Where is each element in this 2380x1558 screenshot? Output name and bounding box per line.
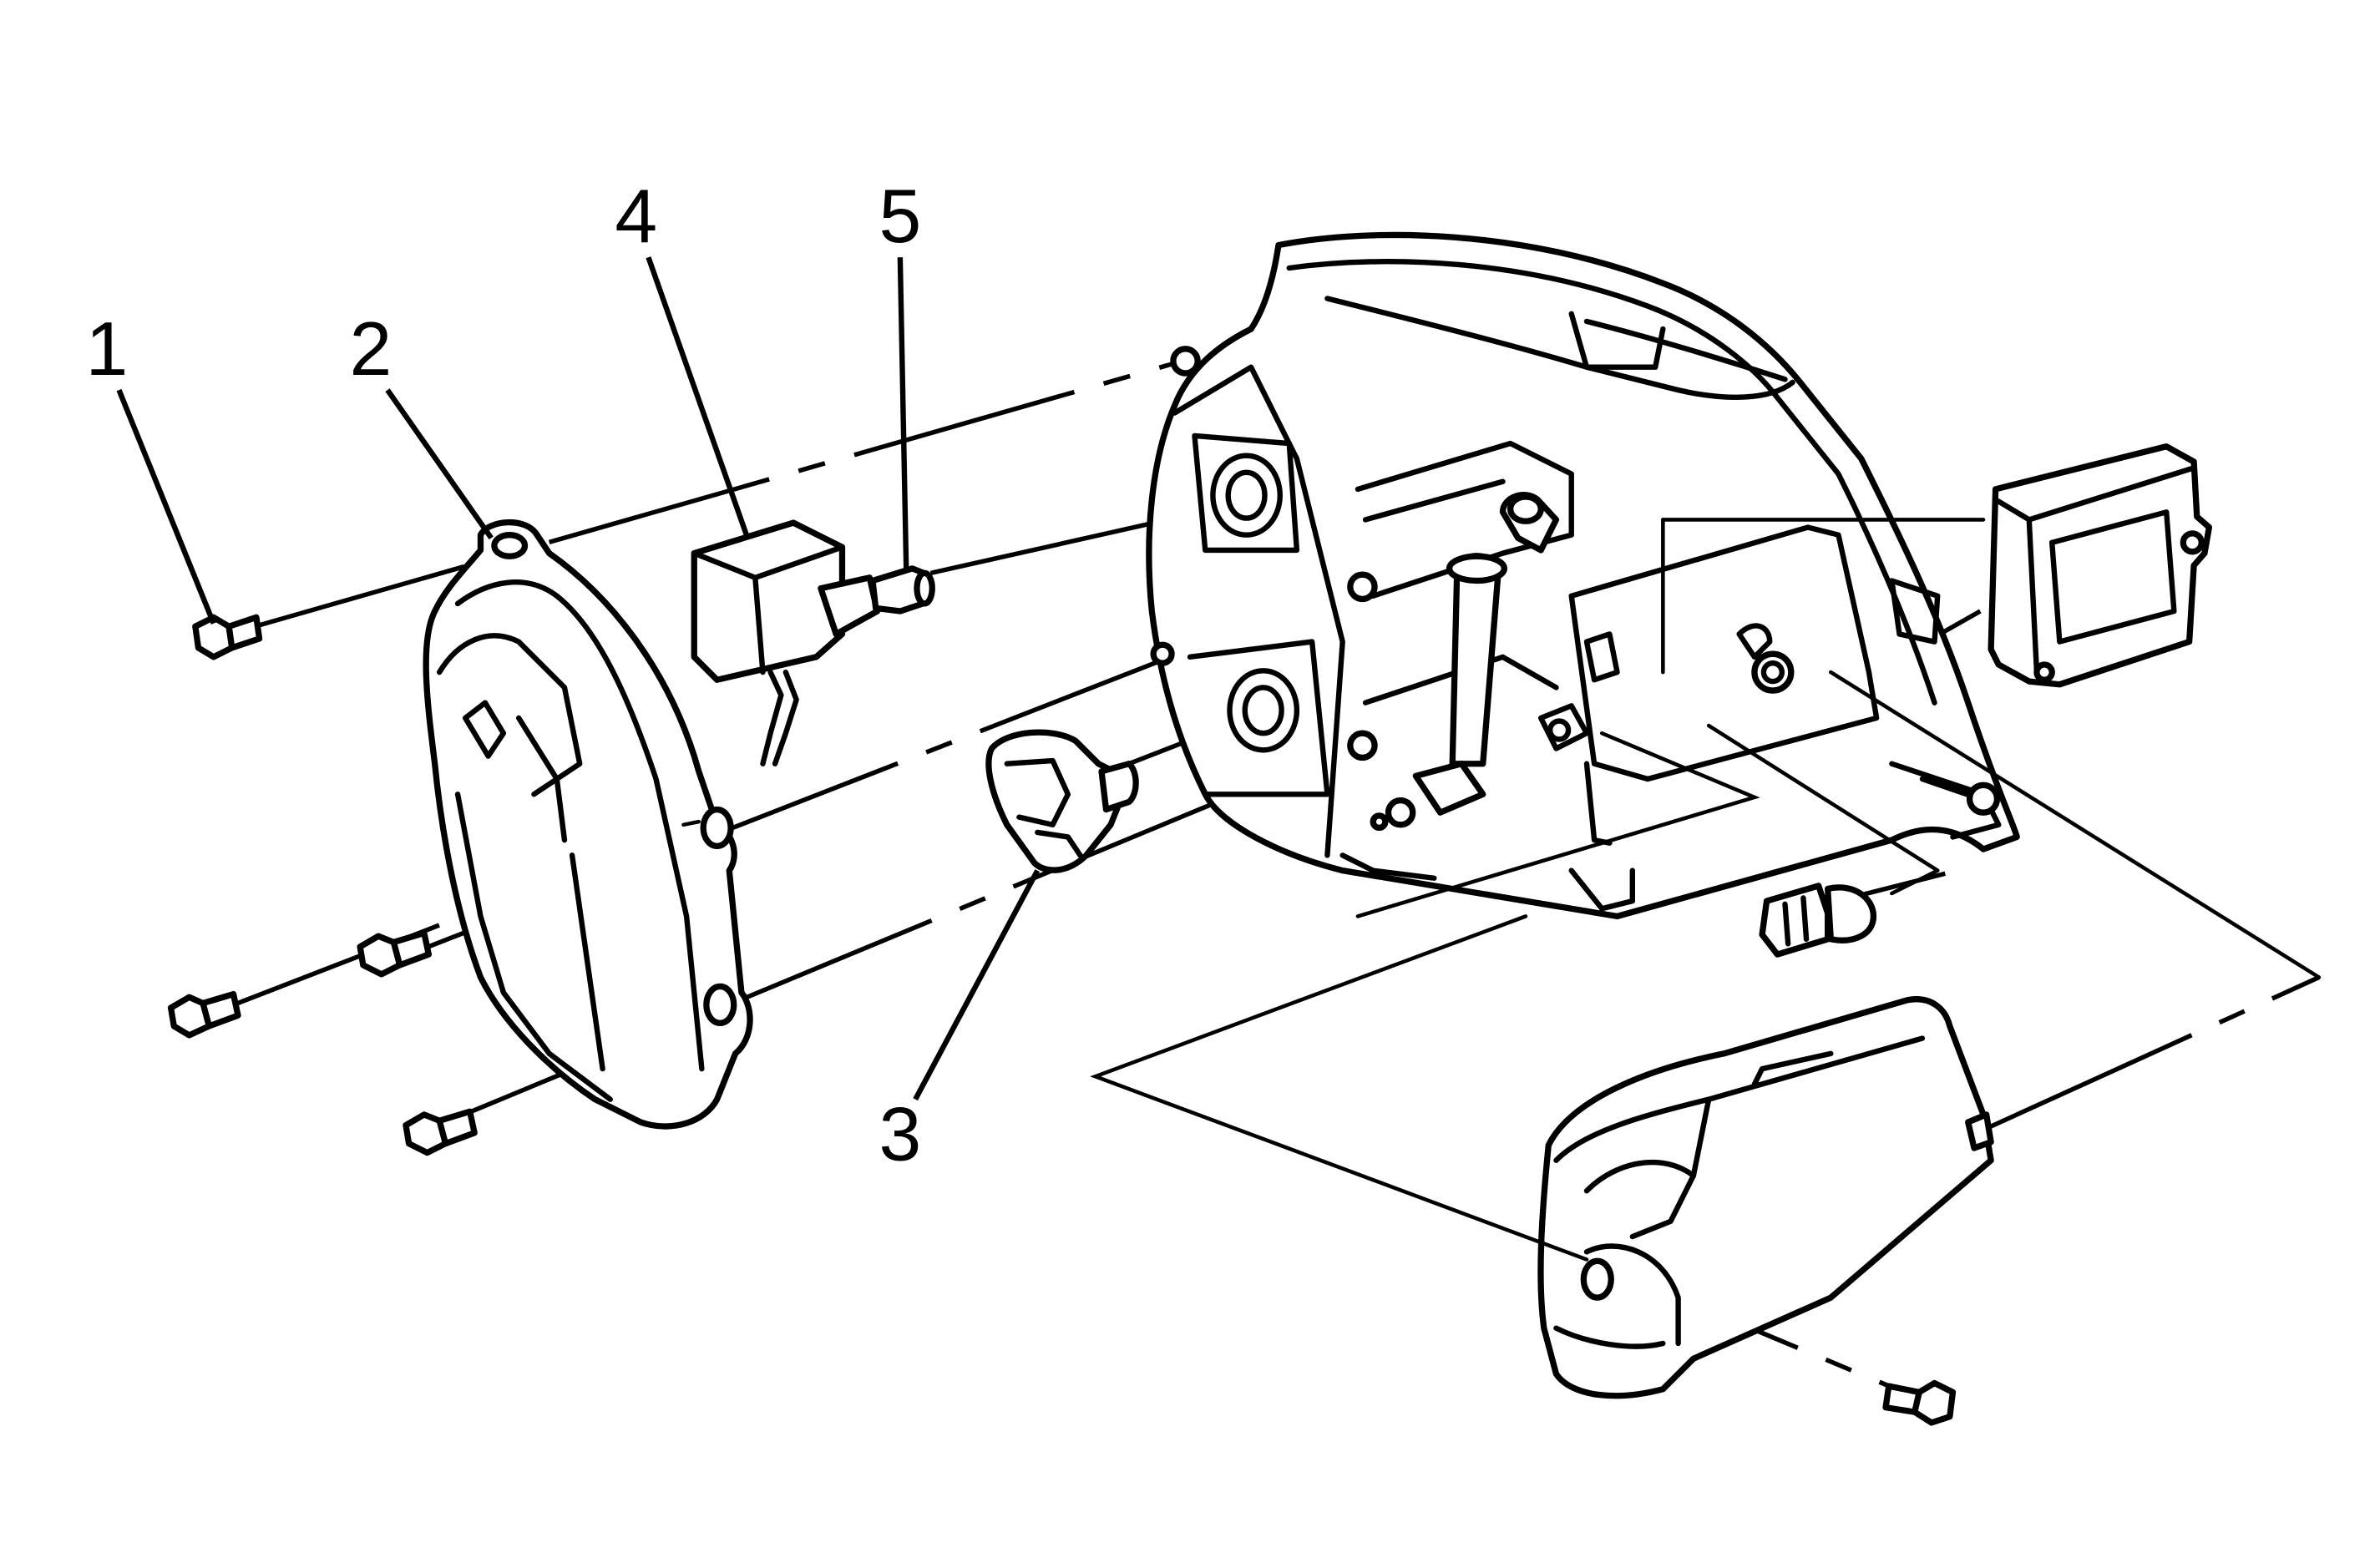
small-bulb — [1759, 883, 1877, 958]
headlamp-housing — [1146, 231, 2020, 920]
side-module — [1988, 443, 2213, 688]
lower-lamp — [1537, 996, 1994, 1399]
bolt-5 — [1882, 1379, 1957, 1426]
ballast-module — [691, 519, 881, 766]
callout-5: 5 — [879, 174, 921, 259]
bolt-2 — [357, 929, 433, 978]
bolt-4 — [403, 1108, 478, 1156]
connector — [869, 565, 935, 615]
bolt-3 — [167, 990, 241, 1039]
callout-1: 1 — [85, 306, 128, 392]
callout-2: 2 — [350, 306, 392, 392]
callout-4: 4 — [615, 174, 657, 259]
callout-3: 3 — [879, 1092, 921, 1177]
callout-labels: 1 2 3 4 5 — [85, 174, 921, 1177]
bolts — [167, 614, 1957, 1426]
bulb-socket — [985, 729, 1139, 873]
rear-cover — [423, 518, 753, 1130]
bolt-1 — [192, 614, 263, 660]
callout-leaders — [116, 256, 1041, 1101]
leader-lines — [681, 518, 2322, 1262]
